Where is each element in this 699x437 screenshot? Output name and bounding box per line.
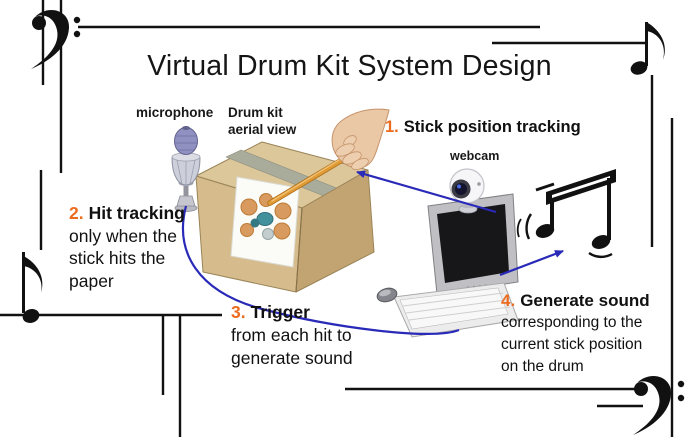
arrow-webcam-to-stick	[356, 170, 497, 214]
bass-clef-icon	[633, 376, 685, 435]
step-4-line: current stick position	[501, 336, 643, 353]
microphone-label: microphone	[136, 105, 214, 120]
step-4-line: corresponding to the	[501, 314, 643, 331]
step-3-heading: Trigger	[250, 302, 310, 322]
step-3-line: generate sound	[231, 348, 353, 368]
step-4-heading: Generate sound	[520, 291, 650, 310]
drum-kit-paper	[230, 176, 300, 268]
step-4-number: 4.	[501, 291, 516, 310]
step-4-line: on the drum	[501, 358, 584, 375]
step-2-number: 2.	[69, 203, 84, 223]
keyboard-icon	[393, 282, 519, 338]
arrow-computer-to-sound	[499, 249, 564, 277]
flow-arrows	[181, 170, 564, 335]
step-2-line: only when the	[69, 225, 177, 246]
step-2-hit-tracking: 2.Hit tracking only when the stick hits …	[69, 202, 185, 292]
music-notes-icon	[516, 169, 616, 259]
step-3-number: 3.	[231, 302, 246, 322]
microphone-icon	[171, 126, 201, 212]
step-3-trigger: 3.Trigger from each hit to generate soun…	[231, 301, 353, 370]
step-2-heading: Hit tracking	[88, 203, 185, 223]
step-2-line: paper	[69, 270, 114, 291]
step-4-generate-sound: 4.Generate sound corresponding to the cu…	[501, 290, 650, 378]
page-title: Virtual Drum Kit System Design	[147, 50, 552, 82]
eighth-note-icon	[630, 22, 665, 75]
step-1-heading: Stick position tracking	[403, 118, 581, 136]
webcam-icon	[449, 168, 485, 214]
hand-icon	[331, 108, 390, 170]
bass-clef-icon	[31, 10, 81, 69]
mic-cable-curve	[181, 205, 460, 335]
mouse-icon	[376, 287, 398, 303]
step-3-line: from each hit to	[231, 325, 352, 345]
webcam-label: webcam	[450, 149, 500, 163]
step-1-stick-position-tracking: 1.Stick position tracking	[385, 118, 581, 137]
step-1-number: 1.	[385, 118, 399, 136]
drum-kit-label: Drum kit aerial view	[228, 104, 296, 138]
drum-kit-label-line1: Drum kit	[228, 105, 283, 120]
step-2-line: stick hits the	[69, 248, 166, 268]
eighth-note-icon	[22, 252, 43, 323]
drum-kit-label-line2: aerial view	[228, 122, 297, 137]
